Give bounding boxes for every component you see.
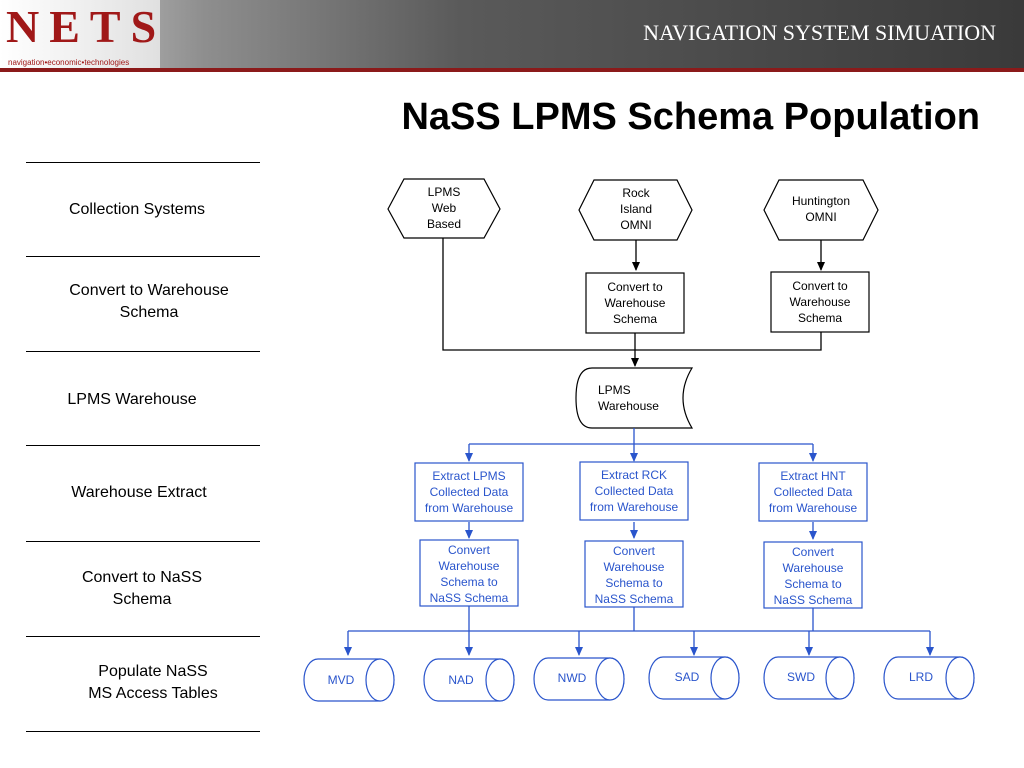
node-text: Schema [798,311,842,325]
header-title: NAVIGATION SYSTEM SIMUATION [643,20,996,45]
logo-tagline: navigation•economic•technologies [8,58,130,67]
stage-label: Convert to Warehouse [69,282,229,299]
source-rock-island-omni: Rock Island OMNI [578,179,693,241]
node-text: OMNI [805,210,836,224]
table-label: SAD [675,670,700,684]
stage-convert-nass: Convert to NaSS Schema [27,567,257,611]
node-text: from Warehouse [769,501,858,515]
table-label: SWD [787,670,815,684]
node-text: Convert [448,543,491,557]
convert-nass-rck-node: Convert Warehouse Schema to NaSS Schema [584,540,684,608]
convert-warehouse-hnt: Convert to Warehouse Schema [770,271,870,333]
node-text: from Warehouse [425,501,514,515]
stage-lpms-warehouse: LPMS Warehouse [17,389,247,411]
node-text: Collected Data [430,485,509,499]
stage-divider [26,731,260,732]
node-text: Warehouse [439,559,500,573]
source-lpms-web-based: LPMS Web Based [387,178,501,239]
node-text: Schema [613,312,657,326]
node-text: Island [620,202,652,216]
node-text: Convert [613,544,656,558]
node-text: Convert [792,545,835,559]
black-connectors [442,238,825,367]
source-huntington-omni: Huntington OMNI [763,179,879,241]
stage-label: Collection Systems [68,201,206,218]
node-text: LPMS [428,185,461,199]
table-cylinders [303,656,975,702]
convert-nass-lpms-node: Convert Warehouse Schema to NaSS Schema [419,539,519,607]
stage-label: MS Access Tables [88,685,218,702]
node-text: Extract LPMS [432,469,505,483]
stage-label: Schema [112,591,172,608]
lpms-warehouse-node: LPMS Warehouse [575,367,694,429]
table-nad [423,658,515,702]
stage-label: LPMS Warehouse [67,391,197,408]
node-text: Collected Data [595,484,674,498]
stage-divider [26,351,260,352]
stage-label: Warehouse Extract [71,484,207,501]
stage-warehouse-extract: Warehouse Extract [24,482,254,504]
table-label: NWD [558,671,587,685]
node-text: Huntington [792,194,850,208]
header-accent-bar [0,68,1024,72]
stage-divider [26,541,260,542]
stage-divider [26,162,260,163]
table-mvd [303,658,395,702]
node-text: OMNI [620,218,651,232]
node-text: Warehouse [605,296,666,310]
node-text: NaSS Schema [595,592,674,606]
convert-warehouse-rock: Convert to Warehouse Schema [585,272,685,334]
node-text: NaSS Schema [774,593,853,607]
stage-divider [26,445,260,446]
extract-lpms-node: Extract LPMS Collected Data from Warehou… [414,462,524,522]
stage-divider [26,256,260,257]
node-text: Convert to [792,279,848,293]
node-text: Extract HNT [780,469,846,483]
table-label: NAD [448,673,474,687]
merge-line [442,238,822,351]
node-text: Collected Data [774,485,853,499]
node-text: Warehouse [790,295,851,309]
logo-area: NETS navigation•economic•technologies [0,0,160,72]
node-text: Schema to [784,577,842,591]
nets-logo: NETS [6,1,167,52]
stage-divider [26,636,260,637]
node-text: NaSS Schema [430,591,509,605]
header-banner [0,0,1024,72]
node-text: Schema to [605,576,663,590]
table-lrd [883,656,975,700]
table-sad [648,656,740,700]
node-text: Schema to [440,575,498,589]
table-swd [763,656,855,700]
node-text: Extract RCK [601,468,667,482]
stage-label: Convert to NaSS [81,569,203,586]
node-text: Rock [622,186,650,200]
node-text: Based [427,217,461,231]
blue-connectors [344,428,934,656]
table-label: MVD [328,673,355,687]
node-text: Warehouse [783,561,844,575]
node-text: Warehouse [598,399,659,413]
stage-convert-warehouse: Convert to Warehouse Schema [34,280,264,324]
node-text: Convert to [607,280,663,294]
node-text: Web [432,201,457,215]
node-text: from Warehouse [590,500,679,514]
stage-collection-systems: Collection Systems [22,199,252,221]
stage-populate-nass: Populate NaSS MS Access Tables [38,661,268,705]
stage-label: Schema [119,304,179,321]
extract-rck-node: Extract RCK Collected Data from Warehous… [579,461,689,521]
node-text: Warehouse [604,560,665,574]
node-text: LPMS [598,383,631,397]
stage-label: Populate NaSS [98,663,208,680]
table-label: LRD [909,670,933,684]
extract-hnt-node: Extract HNT Collected Data from Warehous… [758,462,868,522]
convert-nass-hnt-node: Convert Warehouse Schema to NaSS Schema [763,541,863,609]
page-title: NaSS LPMS Schema Population [401,96,980,138]
table-nwd [533,657,625,701]
